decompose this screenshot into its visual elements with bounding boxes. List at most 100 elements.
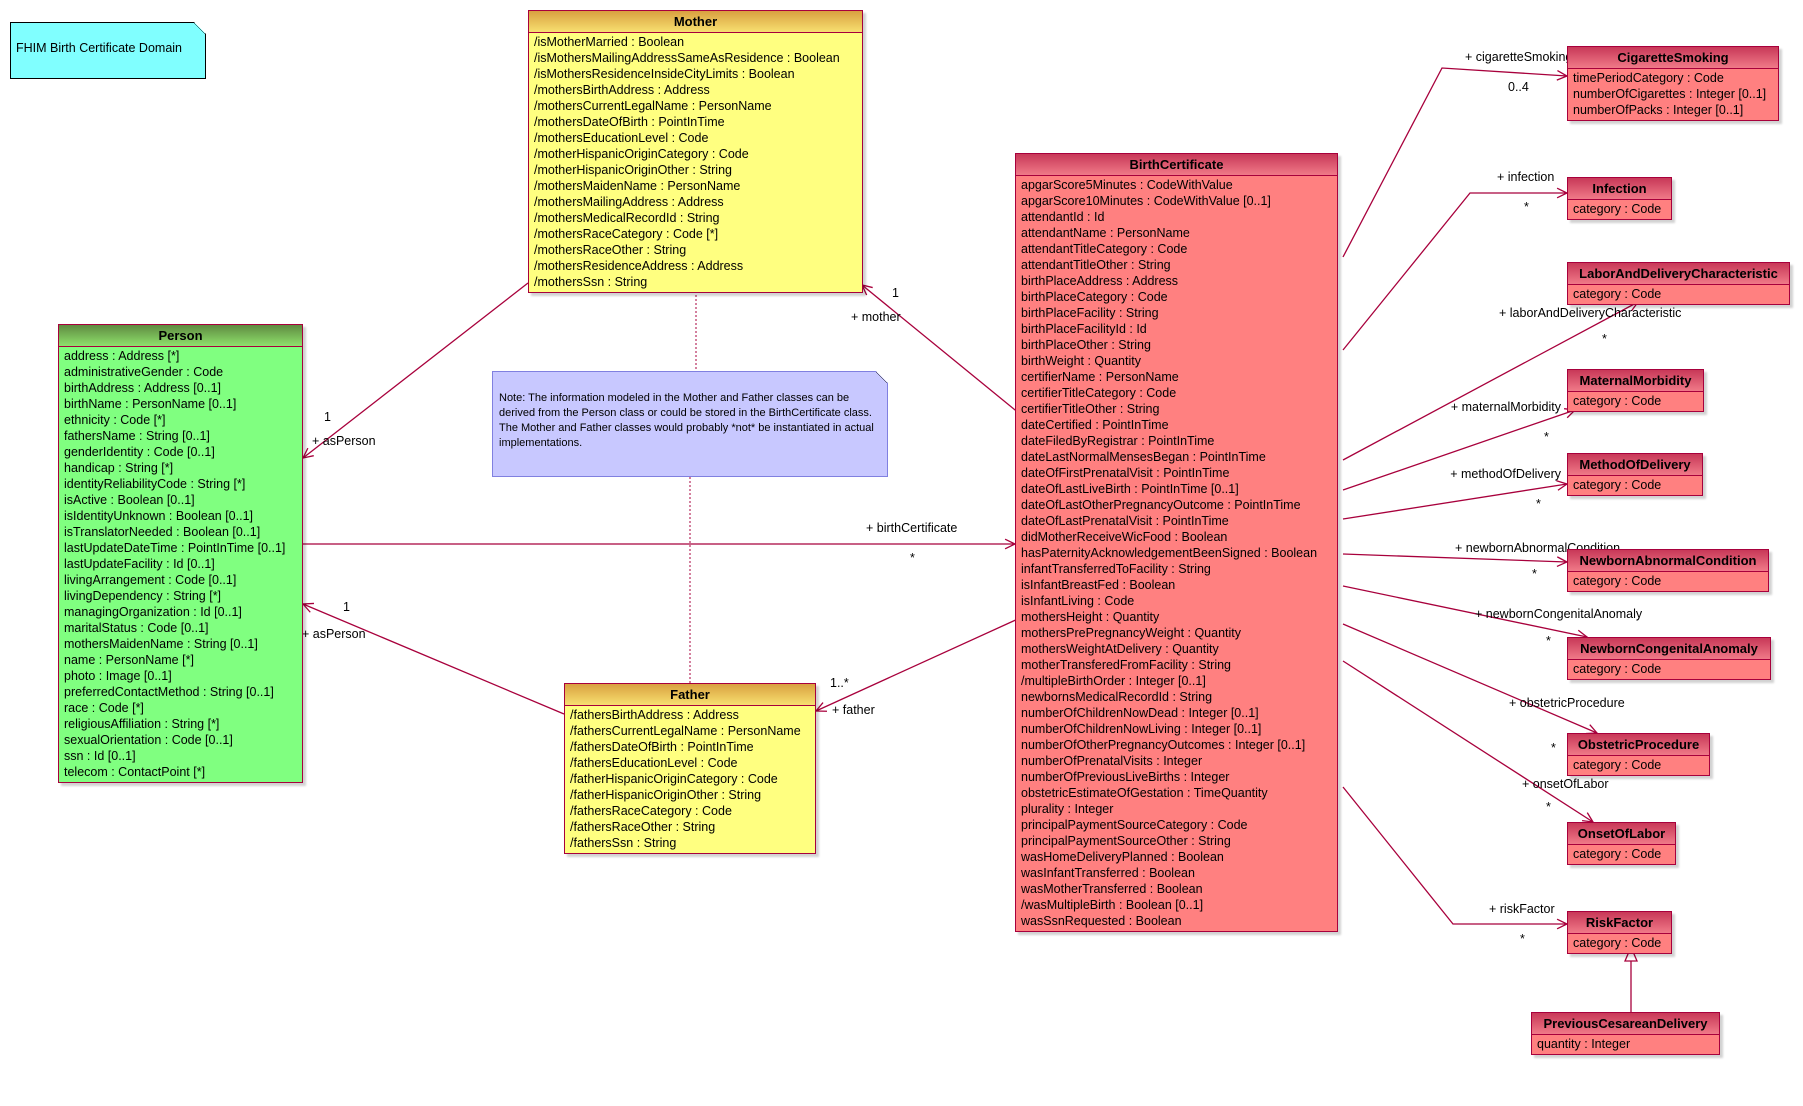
class-attribute: lastUpdateDateTime : PointInTime [0..1] — [64, 541, 286, 555]
class-attribute: hasPaternityAcknowledgementBeenSigned : … — [1021, 546, 1318, 560]
association-mother — [861, 284, 1021, 415]
class-attribute: /mothersBirthAddress : Address — [534, 83, 710, 97]
class-attribute: numberOfPrenatalVisits : Integer — [1021, 754, 1203, 768]
class-attribute: /fathersRaceCategory : Code — [570, 804, 732, 818]
class-name: MethodOfDelivery — [1568, 454, 1702, 476]
class-attribute: certifierTitleOther : String — [1021, 402, 1160, 416]
class-attribute: isTranslatorNeeded : Boolean [0..1] — [64, 525, 261, 539]
class-attribute: birthPlaceOther : String — [1021, 338, 1151, 352]
class-attribute: /mothersMailingAddress : Address — [534, 195, 724, 209]
class-attribute: address : Address [*] — [64, 349, 180, 363]
arrowhead-icon — [814, 702, 828, 712]
class-name: BirthCertificate — [1016, 154, 1337, 176]
class-attribute: plurality : Integer — [1021, 802, 1114, 816]
attribute-list: category : Code — [1568, 200, 1671, 219]
class-attribute: category : Code — [1573, 936, 1662, 950]
class-attribute: isInfantLiving : Code — [1021, 594, 1135, 608]
class-attribute: category : Code — [1573, 847, 1662, 861]
class-attribute: isIdentityUnknown : Boolean [0..1] — [64, 509, 254, 523]
class-name: ObstetricProcedure — [1568, 734, 1709, 756]
class-attribute: managingOrganization : Id [0..1] — [64, 605, 242, 619]
class-onset-of-labor[interactable]: OnsetOfLabor category : Code — [1567, 822, 1676, 865]
class-attribute: wasHomeDeliveryPlanned : Boolean — [1021, 850, 1224, 864]
attribute-list: /isMotherMarried : Boolean/isMothersMail… — [529, 33, 862, 292]
class-attribute: /fatherHispanicOriginCategory : Code — [570, 772, 778, 786]
class-attribute: motherTransferedFromFacility : String — [1021, 658, 1232, 672]
diagram-title-note: FHIM Birth Certificate Domain — [10, 22, 206, 79]
multiplicity-label: * — [1536, 497, 1541, 511]
attribute-list: category : Code — [1568, 285, 1789, 304]
generalization-triangle-icon — [1624, 945, 1638, 962]
class-attribute: principalPaymentSourceOther : String — [1021, 834, 1231, 848]
class-attribute: /mothersEducationLevel : Code — [534, 131, 709, 145]
class-attribute: lastUpdateFacility : Id [0..1] — [64, 557, 215, 571]
class-father[interactable]: Father/fathersBirthAddress : Address/fat… — [564, 683, 816, 854]
class-attribute: /fathersEducationLevel : Code — [570, 756, 738, 770]
class-mother[interactable]: Mother/isMotherMarried : Boolean/isMothe… — [528, 10, 863, 293]
association-obstetricProcedure — [1342, 623, 1598, 734]
class-attribute: /mothersMedicalRecordId : String — [534, 211, 720, 225]
class-attribute: attendantTitleCategory : Code — [1021, 242, 1188, 256]
attribute-list: category : Code — [1568, 756, 1709, 775]
association-father — [815, 617, 1021, 712]
class-attribute: preferredContactMethod : String [0..1] — [64, 685, 274, 699]
class-attribute: birthWeight : Quantity — [1021, 354, 1141, 368]
class-risk-factor[interactable]: RiskFactor category : Code — [1567, 911, 1672, 954]
info-note: Note: The information modeled in the Mot… — [492, 371, 888, 477]
class-attribute: dateOfLastPrenatalVisit : PointInTime — [1021, 514, 1229, 528]
class-attribute: sexualOrientation : Code [0..1] — [64, 733, 233, 747]
role-label: + asPerson — [312, 434, 376, 448]
class-attribute: /mothersCurrentLegalName : PersonName — [534, 99, 772, 113]
class-name: RiskFactor — [1568, 912, 1671, 934]
class-attribute: livingArrangement : Code [0..1] — [64, 573, 237, 587]
class-attribute: birthPlaceCategory : Code — [1021, 290, 1168, 304]
association-newbornAbnormal — [1342, 553, 1568, 563]
association-maternalMorbidity — [1342, 409, 1576, 491]
class-attribute: certifierName : PersonName — [1021, 370, 1179, 384]
class-name: CigaretteSmoking — [1568, 47, 1778, 69]
class-attribute: newbornsMedicalRecordId : String — [1021, 690, 1213, 704]
attribute-list: category : Code — [1568, 392, 1703, 411]
class-name: Person — [59, 325, 302, 347]
class-attribute: birthPlaceFacilityId : Id — [1021, 322, 1147, 336]
class-attribute: category : Code — [1573, 662, 1662, 676]
class-attribute: apgarScore10Minutes : CodeWithValue [0..… — [1021, 194, 1271, 208]
attribute-list: category : Code — [1568, 476, 1702, 495]
class-attribute: dateCertified : PointInTime — [1021, 418, 1169, 432]
role-label: + cigaretteSmoking — [1465, 50, 1572, 64]
class-attribute: didMotherReceiveWicFood : Boolean — [1021, 530, 1228, 544]
association-laborAndDelivery — [1342, 301, 1639, 461]
role-label: + laborAndDeliveryCharacteristic — [1499, 306, 1681, 320]
attribute-list: quantity : Integer — [1532, 1035, 1719, 1054]
class-attribute: mothersPrePregnancyWeight : Quantity — [1021, 626, 1242, 640]
association-infection — [1342, 192, 1567, 351]
class-attribute: /mothersDateOfBirth : PointInTime — [534, 115, 725, 129]
attribute-list: category : Code — [1568, 845, 1675, 864]
class-name: Infection — [1568, 178, 1671, 200]
class-attribute: handicap : String [*] — [64, 461, 174, 475]
attribute-list: category : Code — [1568, 934, 1671, 953]
multiplicity-label: * — [1524, 200, 1529, 214]
class-name: OnsetOfLabor — [1568, 823, 1675, 845]
class-attribute: identityReliabilityCode : String [*] — [64, 477, 246, 491]
class-attribute: /fathersBirthAddress : Address — [570, 708, 739, 722]
class-attribute: dateOfLastLiveBirth : PointInTime [0..1] — [1021, 482, 1239, 496]
class-attribute: /fathersRaceOther : String — [570, 820, 716, 834]
association-newbornCongenital — [1342, 585, 1588, 638]
class-attribute: maritalStatus : Code [0..1] — [64, 621, 209, 635]
class-attribute: wasInfantTransferred : Boolean — [1021, 866, 1195, 880]
class-attribute: /motherHispanicOriginOther : String — [534, 163, 732, 177]
role-label: + obstetricProcedure — [1509, 696, 1625, 710]
class-attribute: numberOfPacks : Integer [0..1] — [1573, 103, 1744, 117]
